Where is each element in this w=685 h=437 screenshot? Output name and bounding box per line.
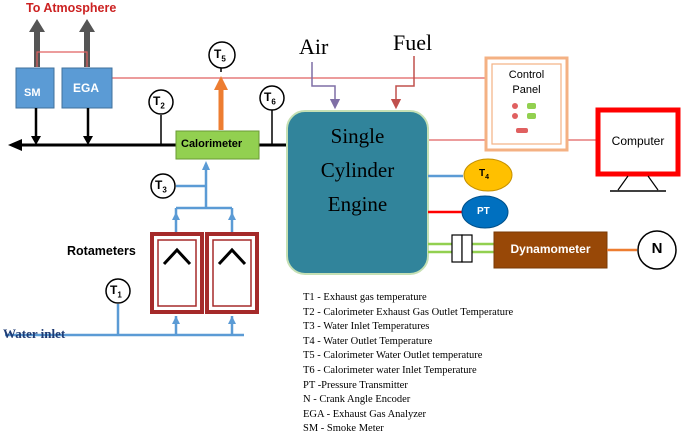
t5-outlet-pipe [214,66,228,130]
rotameters-label: Rotameters [67,244,136,258]
legend-item-pt: PT -Pressure Transmitter [303,379,408,391]
t2-probe [148,89,174,115]
experimental-setup-diagram [5,19,681,337]
sm-label: SM [24,87,41,99]
t2-label: T2 [153,94,165,111]
pt-label: PT [477,206,490,217]
sm-box [15,67,55,109]
engine-label-line1: Single [330,124,385,148]
legend-item-t6: T6 - Calorimeter water Inlet Temperature [303,364,477,376]
t6-probe [259,85,285,111]
legend-item-n: N - Crank Angle Encoder [303,394,411,406]
encoder-label: N [651,240,663,257]
t6-label: T6 [264,90,276,107]
water-flow-arrows [172,161,236,324]
legend-item-t3: T3 - Water Inlet Temperatures [303,321,430,333]
control-panel-label-line2: Panel [512,84,541,96]
legend-item-t1: T1 - Exhaust gas temperature [303,292,427,303]
t1-label: T1 [110,283,122,300]
t4-sensor [463,158,513,192]
engine-label-line2: Cylinder [320,158,395,182]
crank-angle-encoder [637,230,677,270]
control-panel [484,56,569,152]
t4-label: T4 [479,168,490,181]
legend: T1 - Exhaust gas temperature T2 - Calori… [303,291,513,437]
legend-item-t5: T5 - Calorimeter Water Outlet temperatur… [303,350,483,362]
engine-label-line3: Engine [327,192,388,216]
fuel-arrow [390,56,415,110]
rotameter-1 [150,232,204,314]
fuel-label: Fuel [393,30,433,55]
pt-sensor [461,195,509,229]
to-atmosphere-label: To Atmosphere [26,1,117,15]
legend-item-ega: EGA - Exhaust Gas Analyzer [303,408,427,420]
calorimeter-label: Calorimeter [181,138,243,150]
air-label: Air [299,34,329,59]
legend-item-t4: T4 - Water Outlet Temperature [303,335,433,347]
shaft-coupling [428,234,496,263]
ega-label: EGA [73,81,100,95]
t5-probe [208,41,236,69]
rotameter-2 [205,232,259,314]
engine-box [286,110,429,275]
legend-item-t2: T2 - Calorimeter Exhaust Gas Outlet Temp… [303,306,514,318]
t3-probe [150,173,176,199]
t1-probe [105,278,131,304]
t3-label: T3 [155,178,167,195]
computer-monitor [595,107,681,192]
calorimeter-box [175,130,260,160]
t5-label: T5 [214,47,226,64]
air-arrow [311,62,341,110]
dynamometer-label: Dynamometer [510,242,591,256]
control-panel-label-line1: Control [508,69,545,81]
dynamometer-box [493,231,608,269]
water-inlet-label: Water inlet [3,326,66,341]
computer-label: Computer [611,134,665,148]
